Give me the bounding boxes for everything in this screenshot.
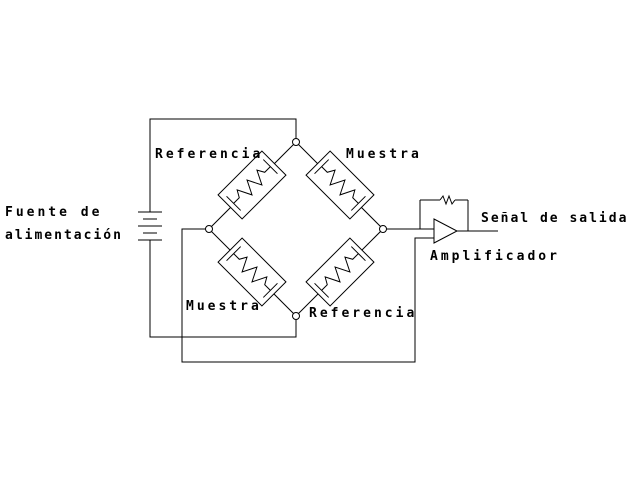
node-right [379,225,387,233]
label-sample-bottom: Muestra [186,299,262,314]
label-amplifier: Amplificador [430,249,560,264]
node-left [205,225,213,233]
resistor-reference-top [217,150,287,220]
bridge-arms [208,141,384,317]
label-sample-top: Muestra [346,147,422,162]
label-power-supply-line2: alimentación [5,228,123,243]
node-bottom [292,312,300,320]
amplifier-symbol [419,194,498,244]
label-reference-bottom: Referencia [309,306,418,321]
node-top [292,138,300,146]
label-reference-top: Referencia [155,147,264,162]
label-power-supply-line1: Fuente de [5,205,103,220]
resistor-sample-bottom [217,237,287,307]
label-output-signal: Señal de salida [481,211,629,226]
resistor-reference-bottom [305,237,375,307]
amplifier-input-wiring [181,228,434,363]
bridge-nodes [205,138,387,320]
supply-wiring [149,118,297,338]
resistor-sample-top [305,150,375,220]
battery-symbol [138,211,162,241]
